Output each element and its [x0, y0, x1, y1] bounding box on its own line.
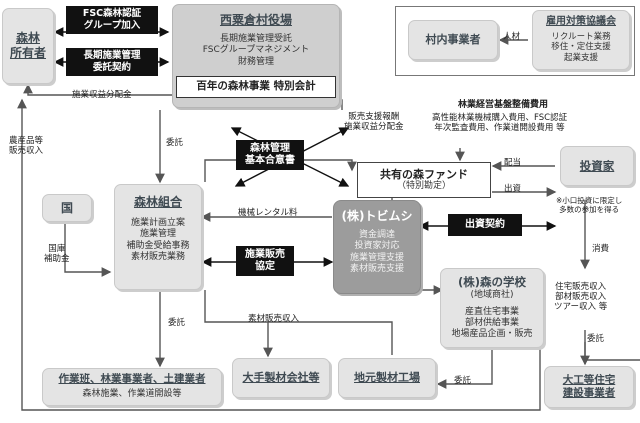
local-sawmill-label: 地元製材工場: [354, 371, 420, 385]
shared-fund-sub: （特別勘定）: [396, 181, 451, 192]
mori-gakko-box: (株)森の学校 (地域商社) 産直住宅事業 部材供給事業 地場産品企画・販売: [440, 268, 544, 348]
village-office-title: 西粟倉村役場: [219, 13, 292, 27]
label-forest-income-distribution: 施業収益分配金: [72, 90, 132, 100]
label-commission-3: 委託: [168, 318, 186, 328]
label-jinzai: 人材: [503, 32, 521, 42]
label-sales-support: 販売支援報酬 施業収益分配金: [344, 112, 404, 133]
tobimushi-box: (株)トビムシ 資金調達 投資家対応 施業管理支援 素材販売支援: [333, 200, 421, 294]
employment-council-title: 雇用対策協議会: [546, 16, 616, 28]
sales-agreement-text: 施業販売 協定: [245, 248, 285, 273]
label-shohi: 消費: [592, 244, 610, 254]
basic-agreement-text: 森林管理 基本合意書: [245, 142, 295, 167]
local-sawmill-box: 地元製材工場: [338, 358, 436, 398]
work-teams-box: 作業班、林業事業者、土建業者 森林施業、作業道開設等: [42, 368, 222, 406]
label-forestry-infra-title: 林業経営基盤整備費用: [458, 100, 549, 110]
top-right-frame: [395, 6, 635, 76]
tobimushi-title: (株)トビムシ: [341, 209, 413, 223]
investor-label: 投資家: [579, 158, 615, 173]
shared-fund-box: 共有の森ファンド （特別勘定）: [357, 162, 491, 198]
major-maker-box: 大手製材会社等: [232, 358, 330, 398]
forest-union-title: 森林組合: [133, 195, 182, 209]
label-commission-2: 委託: [587, 334, 605, 344]
label-timber-sales: 素材販売収入: [248, 314, 300, 324]
mori-gakko-sub: (地域商社): [470, 289, 514, 300]
basic-agreement-label: 森林管理 基本合意書: [236, 140, 304, 170]
investment-contract-label: 出資契約: [448, 214, 522, 236]
forest-owner-box: 森林 所有者: [2, 8, 54, 84]
label-commission-4: 委託: [454, 376, 472, 386]
forest-union-box: 森林組合 施業計画立案 施業管理 補助金受給事務 素材販売業務: [114, 184, 202, 290]
forest-union-lines: 施業計画立案 施業管理 補助金受給事務 素材販売業務: [126, 218, 190, 262]
label-commission-1: 委託: [166, 138, 184, 148]
work-teams-lines: 森林施業、作業道開設等: [82, 389, 182, 400]
employment-council-lines: リクルート業務 移住・定住支援 起業支援: [551, 31, 611, 64]
label-housing-sales: 住宅販売収入 部材販売収入 ツアー収入 等: [554, 282, 608, 313]
fsc-join-text: FSC森林認証 グループ加入: [82, 8, 142, 31]
country-label: 国: [60, 200, 73, 215]
label-forestry-infra-items: 高性能林業機械購入費用、FSC認証 年次監査費用、作業道開設費用 等: [432, 113, 568, 134]
investor-box: 投資家: [560, 146, 634, 186]
carpenters-label: 大工等住宅 建設事業者: [562, 373, 616, 399]
major-maker-label: 大手製材会社等: [242, 371, 320, 385]
mori-gakko-lines: 産直住宅事業 部材供給事業 地場産品企画・販売: [451, 306, 533, 340]
in-village-business-box: 村内事業者: [408, 20, 498, 60]
work-teams-title: 作業班、林業事業者、土建業者: [58, 373, 206, 386]
employment-council-box: 雇用対策協議会 リクルート業務 移住・定住支援 起業支援: [532, 10, 630, 70]
sales-agreement-label: 施業販売 協定: [236, 246, 294, 276]
century-special-account: 百年の森林事業 特別会計: [176, 76, 336, 98]
label-machine-rental: 機械レンタル料: [238, 208, 298, 218]
mori-gakko-title: (株)森の学校: [457, 275, 526, 290]
country-box: 国: [42, 194, 92, 222]
fsc-join-label: FSC森林認証 グループ加入: [66, 6, 158, 34]
label-agri-sales-income: 農産品等 販売収入: [9, 136, 44, 157]
investment-contract-text: 出資契約: [465, 218, 505, 230]
forest-owner-label: 森林 所有者: [9, 31, 46, 60]
carpenters-box: 大工等住宅 建設事業者: [544, 366, 634, 408]
century-special-account-text: 百年の森林事業 特別会計: [196, 80, 316, 93]
in-village-business-label: 村内事業者: [425, 33, 481, 47]
label-small-investment-note: ※小口投資に限定し 多数の参加を得る: [556, 196, 623, 214]
label-national-subsidy: 国庫 補助金: [44, 244, 70, 265]
long-term-contract-label: 長期施業管理 委託契約: [66, 48, 158, 76]
shared-fund-title: 共有の森ファンド: [380, 167, 468, 181]
tobimushi-lines: 資金調達 投資家対応 施業管理支援 素材販売支援: [349, 230, 404, 274]
village-office-lines: 長期施業管理受託 FSCグループマネジメント 財務管理: [202, 34, 310, 67]
label-shusshi: 出資: [504, 184, 522, 194]
label-haito: 配当: [504, 158, 522, 168]
long-term-contract-text: 長期施業管理 委託契約: [83, 50, 141, 73]
